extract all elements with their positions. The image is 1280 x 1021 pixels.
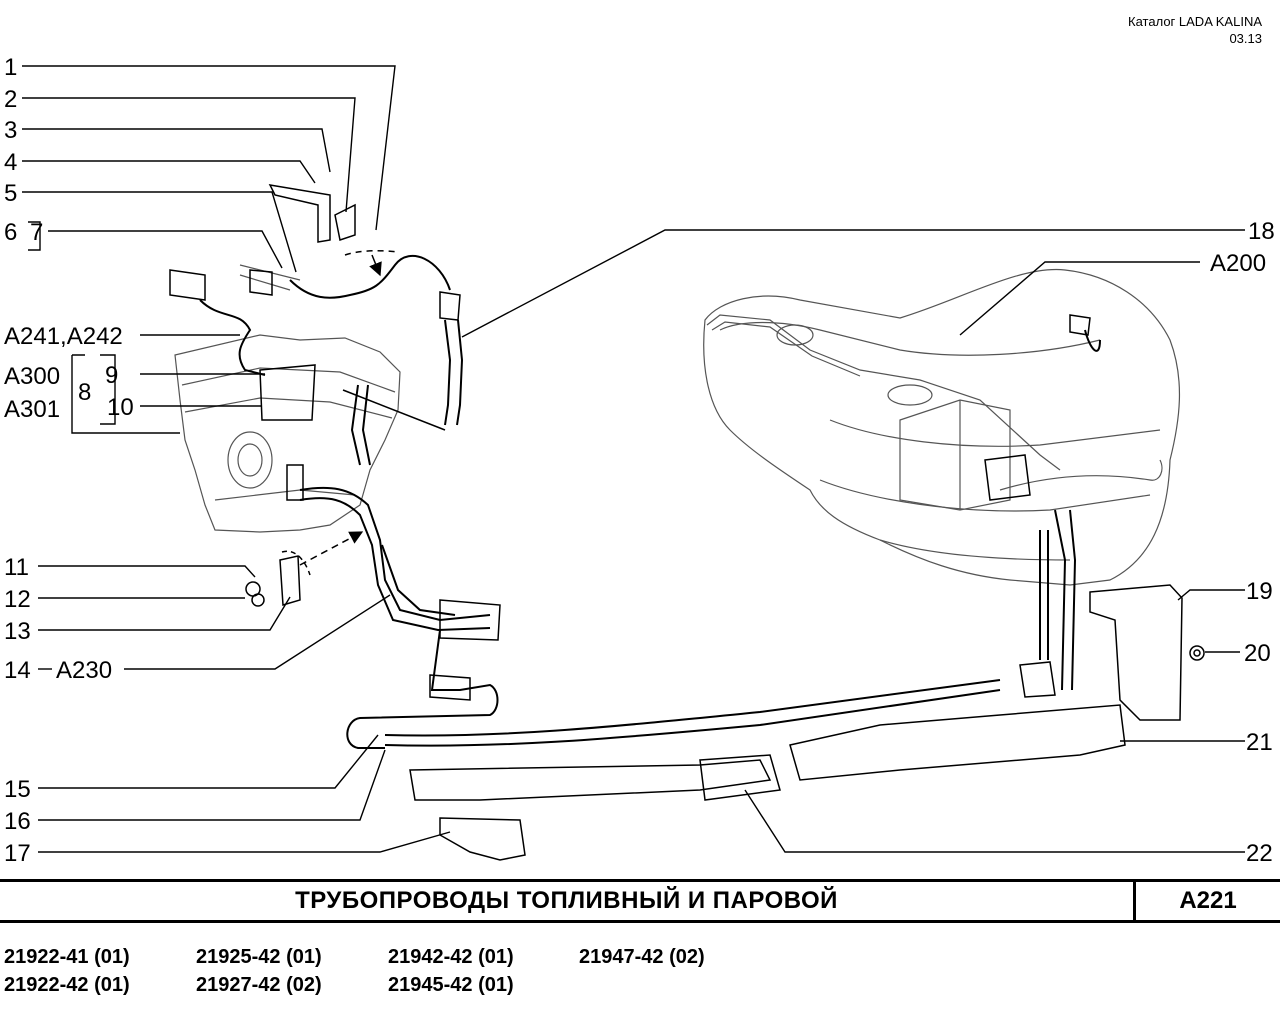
callout-9: 9 (105, 362, 118, 389)
callout-10: 10 (107, 394, 134, 421)
callout-12: 12 (4, 586, 31, 613)
leader-lines (22, 65, 1245, 853)
page-code: A221 (1179, 887, 1237, 914)
callout-17: 17 (4, 840, 31, 867)
model-code: 21945-42 (01) (388, 974, 514, 996)
callout-6: 6 (4, 219, 17, 246)
callout-18: 18 (1248, 218, 1275, 245)
callout-7: 7 (30, 219, 43, 246)
callout-a230: A230 (56, 657, 112, 684)
callout-4: 4 (4, 149, 17, 176)
callout-22: 22 (1246, 840, 1273, 867)
fuel-tank (703, 268, 1181, 586)
callout-19: 19 (1246, 578, 1273, 605)
callout-15: 15 (4, 776, 31, 803)
callout-a301: A301 (4, 396, 60, 423)
model-code: 21922-42 (01) (4, 974, 130, 996)
assembly-arrows (281, 250, 446, 576)
catalog-date: 03.13 (1229, 31, 1262, 46)
engine-block (174, 264, 401, 533)
title-separator (1133, 882, 1136, 920)
callout-13: 13 (4, 618, 31, 645)
model-code: 21942-42 (01) (388, 946, 514, 968)
callout-5: 5 (4, 180, 17, 207)
callout-labels: 1 2 3 4 5 6 7 A241,A242 A300 A301 8 9 10… (4, 54, 1275, 867)
model-code: 21947-42 (02) (579, 946, 705, 968)
callout-1: 1 (4, 54, 17, 81)
title-bar: ТРУБОПРОВОДЫ ТОПЛИВНЫЙ И ПАРОВОЙ A221 (0, 879, 1280, 923)
page-title: ТРУБОПРОВОДЫ ТОПЛИВНЫЙ И ПАРОВОЙ (295, 887, 838, 914)
callout-a200: A200 (1210, 250, 1266, 277)
model-code: 21925-42 (01) (196, 946, 322, 968)
model-code: 21922-41 (01) (4, 946, 130, 968)
callout-8: 8 (78, 379, 91, 406)
fuel-lines (199, 254, 1101, 749)
catalog-name: Каталог LADA KALINA (1128, 14, 1262, 29)
callout-a300: A300 (4, 363, 60, 390)
callout-3: 3 (4, 117, 17, 144)
callout-14: 14 (4, 657, 31, 684)
callout-a241-a242: A241,A242 (4, 323, 123, 350)
callout-11: 11 (4, 554, 29, 581)
pipe-guards (169, 184, 1205, 861)
callout-21: 21 (1246, 729, 1273, 756)
model-code: 21927-42 (02) (196, 974, 322, 996)
callout-2: 2 (4, 86, 17, 113)
callout-20: 20 (1244, 640, 1271, 667)
callout-16: 16 (4, 808, 31, 835)
